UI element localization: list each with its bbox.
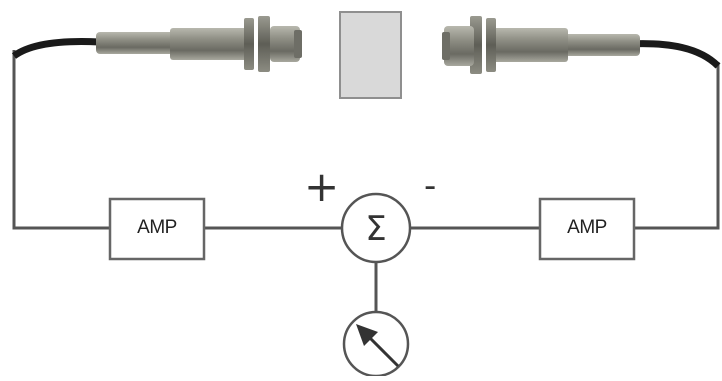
left-wire — [12, 50, 110, 230]
right-sensor-cable — [627, 40, 721, 69]
left-amp-label: AMP — [137, 217, 177, 238]
wiring — [12, 50, 720, 312]
right-amp-box — [538, 197, 636, 261]
right-sensor — [442, 16, 721, 74]
target-block — [339, 11, 402, 99]
right-sensor-nut-1 — [486, 18, 496, 72]
right-sensor-body — [492, 28, 568, 62]
summing-junction-circle — [340, 192, 412, 264]
meter-arrow-icon — [356, 324, 400, 368]
right-wire — [634, 62, 720, 230]
right-sensor-head — [444, 26, 474, 66]
left-sensor-nut-1 — [244, 18, 254, 70]
left-sensor-tail — [96, 32, 176, 54]
left-sensor-face — [294, 30, 302, 58]
left-sensor-head — [270, 26, 300, 62]
left-sensor-nut-2 — [258, 16, 270, 72]
right-sensor-tail — [560, 34, 640, 56]
summing-symbol: Σ — [365, 209, 386, 249]
minus-sign: - — [424, 166, 437, 206]
plus-sign: + — [304, 162, 340, 211]
left-sensor-body — [170, 28, 250, 60]
left-sensor — [11, 16, 302, 72]
left-amp-box — [108, 197, 206, 261]
right-amp-label: AMP — [567, 217, 607, 238]
right-sensor-face — [442, 32, 450, 60]
left-sensor-cable — [11, 38, 101, 59]
